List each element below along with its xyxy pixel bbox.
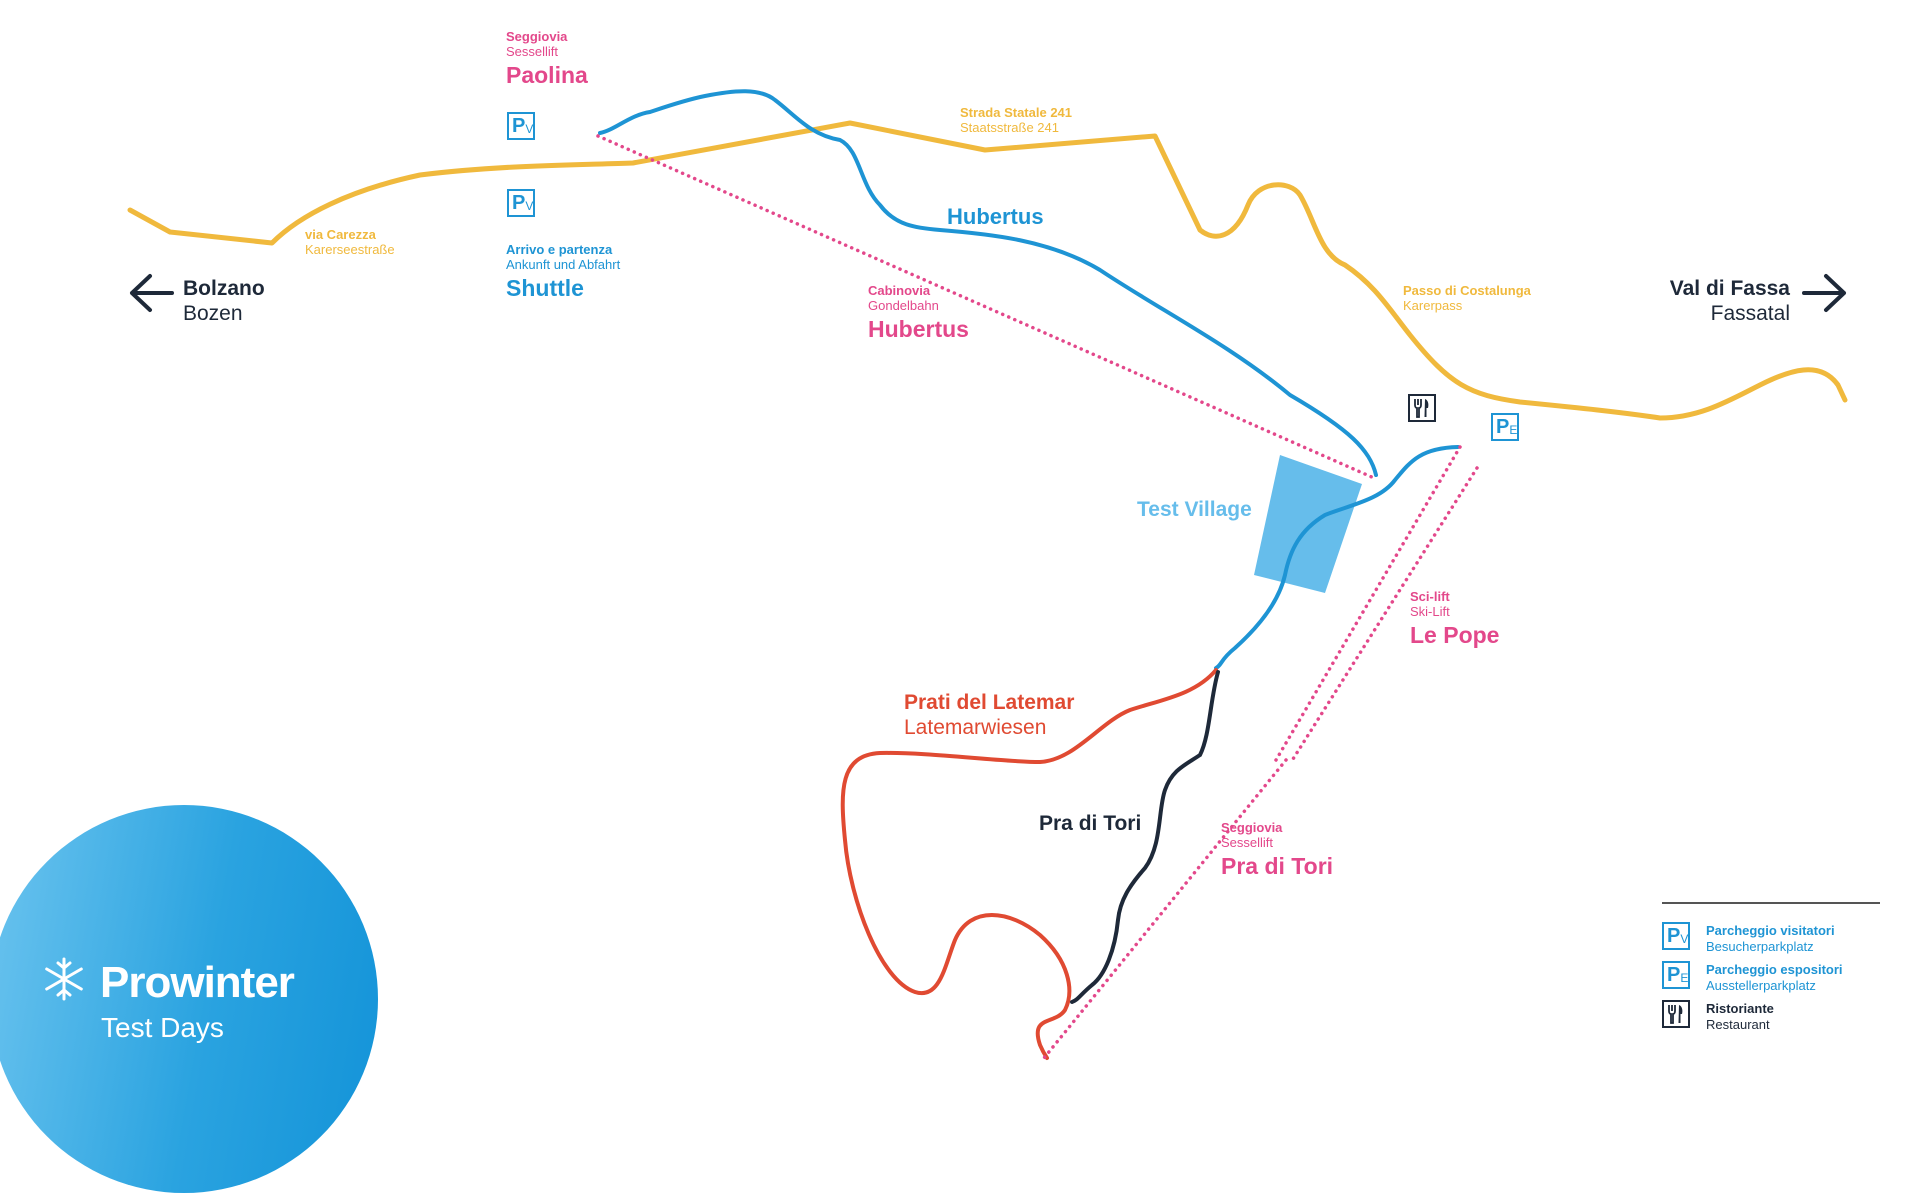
lift-lepope-name: Le Pope (1410, 621, 1500, 648)
lift-hubertus-line (596, 134, 1376, 480)
logo-subtitle: Test Days (101, 1012, 224, 1043)
road-carezza-name: via Carezza (305, 227, 376, 242)
test-village-area (1254, 455, 1362, 593)
road-label-ss241: Strada Statale 241 Staatsstraße 241 (960, 105, 1073, 136)
slope-latemar-line (840, 668, 1218, 1060)
parking-visitor-icon: PV (507, 112, 535, 140)
destination-east: Val di Fassa Fassatal (1660, 276, 1790, 326)
road-costalunga-name-de: Karerpass (1403, 297, 1463, 313)
test-village-label: Test Village (1137, 498, 1252, 521)
shuttle-line2: Ankunft und Abfahrt (506, 256, 621, 272)
road-ss241-name-de: Staatsstraße 241 (960, 119, 1059, 135)
lift-praditori-line (1042, 758, 1288, 1060)
logo-title: Prowinter (100, 958, 295, 1007)
parking-exhibitor-icon: PE (1662, 961, 1690, 989)
lift-praditori-type-de: Sessellift (1221, 834, 1274, 850)
destination-east-name-de: Fassatal (1710, 302, 1790, 326)
lift-hubertus-type-de: Gondelbahn (868, 297, 939, 313)
lift-paolina-type-de: Sessellift (506, 43, 559, 59)
lift-lines (596, 134, 1479, 1060)
arrow-right-icon (1802, 274, 1846, 312)
road-label-costalunga: Passo di Costalunga Karerpass (1403, 283, 1531, 314)
lift-label-paolina: Seggiovia Sessellift Paolina (506, 29, 588, 88)
lift-lepope-line-1 (1274, 445, 1462, 762)
parking-visitor-icon: PV (507, 189, 535, 217)
parking-exhibitor-icon: PE (1491, 413, 1519, 441)
slope-praditori-line (1070, 670, 1220, 1004)
slope-latemar-label: Prati del Latemar Latemarwiesen (904, 690, 1074, 740)
shuttle-line1: Arrivo e partenza (506, 242, 613, 257)
destination-west-name: Bolzano (183, 277, 265, 300)
destination-west: Bolzano Bozen (183, 276, 265, 326)
slope-latemar-name-de: Latemarwiesen (904, 716, 1047, 740)
slope-hubertus-line (598, 89, 1378, 477)
lift-praditori-type: Seggiovia (1221, 820, 1283, 835)
fork-knife-icon (1408, 394, 1436, 422)
arrow-left-icon (130, 274, 174, 312)
snowflake-icon (45, 957, 83, 1001)
destination-east-name: Val di Fassa (1669, 277, 1790, 300)
road-main (127, 120, 1848, 421)
lift-hubertus-name: Hubertus (868, 315, 969, 342)
lift-paolina-name: Paolina (506, 61, 588, 88)
lift-lepope-type: Sci-lift (1410, 589, 1450, 604)
lift-hubertus-type: Cabinovia (868, 283, 931, 298)
fork-knife-icon (1662, 1000, 1690, 1028)
slope-village-line (1214, 445, 1460, 670)
lift-paolina-type: Seggiovia (506, 29, 568, 44)
lift-label-hubertus: Cabinovia Gondelbahn Hubertus (868, 283, 969, 342)
road-costalunga-name: Passo di Costalunga (1403, 283, 1531, 298)
slope-praditori-label: Pra di Tori (1039, 812, 1142, 835)
slope-hubertus-label: Hubertus (947, 204, 1044, 229)
road-ss241-name: Strada Statale 241 (960, 105, 1073, 120)
slope-latemar-name: Prati del Latemar (904, 691, 1075, 714)
lift-label-lepope: Sci-lift Ski-Lift Le Pope (1410, 589, 1500, 648)
lift-label-praditori: Seggiovia Sessellift Pra di Tori (1221, 820, 1334, 879)
lift-praditori-name: Pra di Tori (1221, 852, 1334, 879)
lift-lepope-line-2 (1291, 466, 1479, 761)
parking-visitor-icon: PV (1662, 922, 1690, 950)
destination-west-name-de: Bozen (183, 302, 243, 326)
lift-lepope-type-de: Ski-Lift (1410, 603, 1450, 619)
legend-divider (1662, 902, 1880, 904)
ski-area-map (127, 89, 1848, 1060)
shuttle-label: Arrivo e partenza Ankunft und Abfahrt Sh… (506, 242, 621, 301)
road-carezza-name-de: Karerseestraße (305, 241, 395, 257)
shuttle-name: Shuttle (506, 274, 584, 301)
road-label-carezza: via Carezza Karerseestraße (305, 227, 395, 258)
